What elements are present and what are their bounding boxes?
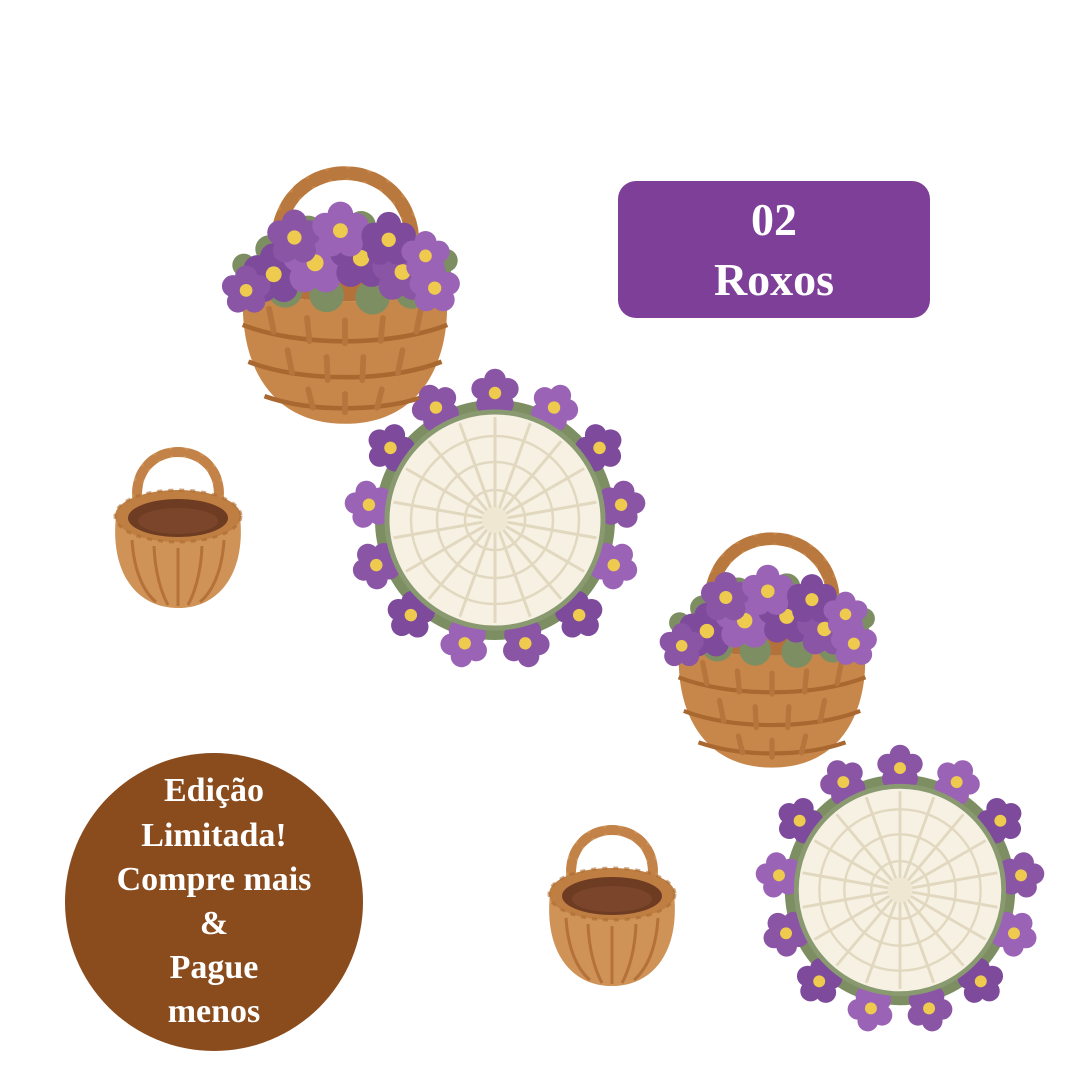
promo-line: Limitada! xyxy=(141,816,287,854)
promo-line: menos xyxy=(167,993,261,1031)
promo-line: Pague xyxy=(169,949,259,987)
promo-line: Compre mais xyxy=(116,860,312,898)
promo-line: Edição xyxy=(163,772,265,810)
quantity-badge-label: Roxos xyxy=(713,253,835,305)
promo-line: & xyxy=(199,905,229,942)
empty-basket-photo-bottom-center xyxy=(549,830,675,986)
limited-edition-promo-badge: Edição Limitada! Compre mais & Pague men… xyxy=(65,753,363,1051)
flower-basket-photo-top-left xyxy=(222,173,460,424)
quantity-badge-number: 02 xyxy=(751,193,797,245)
flower-basket-photo-right xyxy=(660,539,877,768)
flower-coaster-photo-bottom-right xyxy=(753,745,1047,1037)
quantity-badge: 02 Roxos xyxy=(618,181,930,318)
empty-basket-photo-left xyxy=(115,452,241,608)
